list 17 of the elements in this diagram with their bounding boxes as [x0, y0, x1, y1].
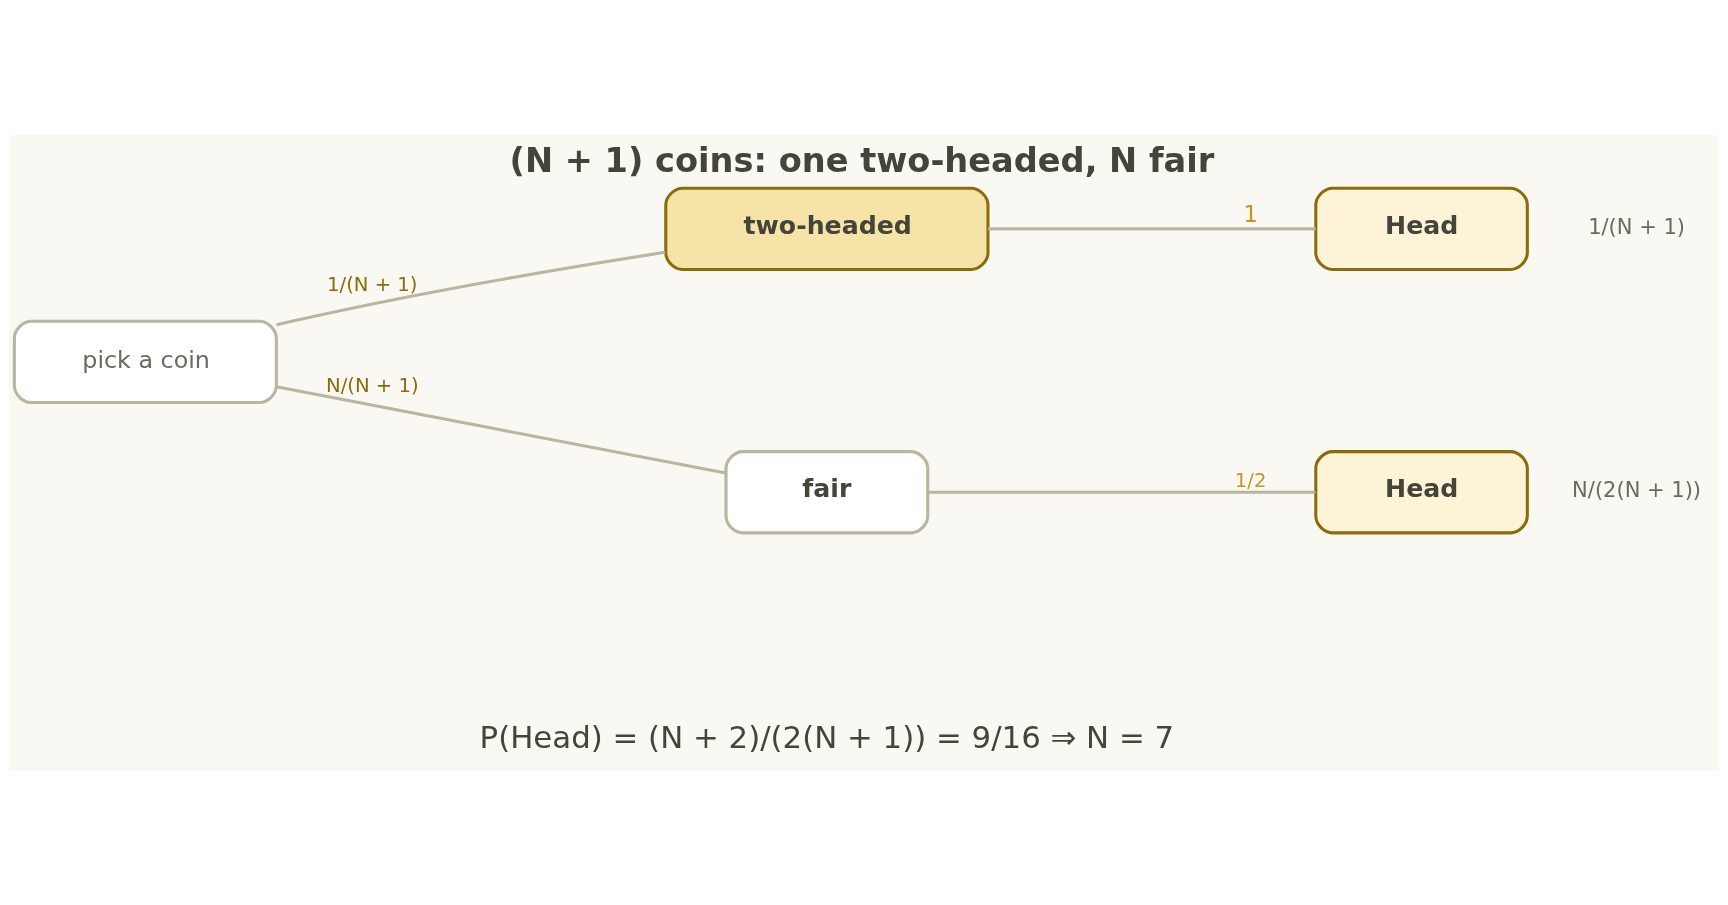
edge-label: 1: [1243, 200, 1258, 227]
edge-label: 1/(N + 1): [327, 272, 418, 296]
edge-label: 1/2: [1234, 468, 1267, 492]
connector: [276, 384, 726, 475]
node-box: Head: [1314, 186, 1529, 271]
node-box: pick a coin: [12, 319, 278, 404]
node-label: 1/(N + 1): [1588, 213, 1686, 239]
node-box: two-headed: [664, 186, 990, 271]
connector: [988, 226, 1316, 230]
node-label: N/(2(N + 1)): [1572, 476, 1702, 502]
edge-label: N/(N + 1): [325, 373, 419, 397]
node-box: fair: [724, 449, 930, 534]
connector: [928, 490, 1316, 494]
connector: [276, 250, 666, 326]
node-box: Head: [1314, 449, 1529, 534]
label: P(Head) = (N + 2)/(2(N + 1)) = 9/16 ⇒ N = 7: [479, 718, 1175, 755]
diagram-title: (N + 1) coins: one two-headed, N fair: [509, 140, 1215, 180]
